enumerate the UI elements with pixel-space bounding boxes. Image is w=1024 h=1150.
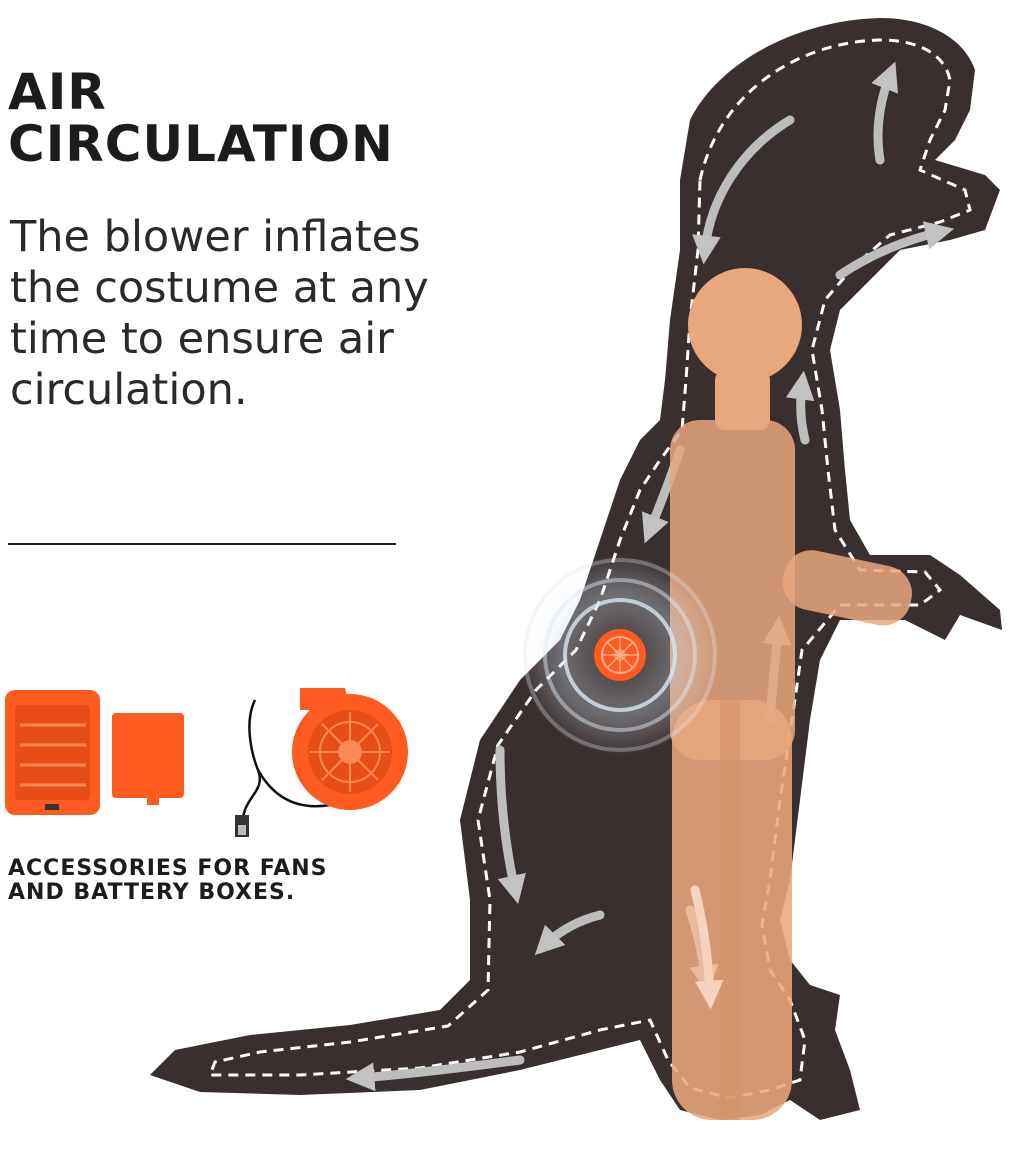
battery-box-icon [5,690,100,815]
fan-icon [594,629,646,681]
accessories-caption: ACCESSORIES FOR FANS AND BATTERY BOXES. [8,857,408,905]
airflow-arrow-icon [495,745,526,905]
airflow-arrow-icon [692,115,795,265]
title-line-1: AIR [8,63,107,121]
person-silhouette [670,268,912,1120]
stitch-line [207,38,972,1100]
airflow-arrow-icon [534,910,605,956]
airflow-arrow-icon [685,905,719,995]
description-line-3: time to ensure air [10,314,394,364]
caption-line-1: ACCESSORIES FOR FANS [8,856,328,881]
airflow-arrow-icon [835,221,955,280]
battery-cover-icon [112,713,184,805]
caption-line-2: AND BATTERY BOXES. [8,880,296,905]
divider [8,543,396,545]
title-line-2: CIRCULATION [8,115,394,173]
description-text: The blower inflates the costume at any t… [10,212,460,416]
airflow-arrow-icon [785,370,815,445]
description-line-1: The blower inflates [10,212,421,262]
accessories-illustration [5,688,408,837]
fan-icon [292,688,408,810]
description-line-4: circulation. [10,365,248,415]
airflow-arrow-icon [871,61,899,165]
page-title: AIR CIRCULATION [8,66,478,170]
airflow-arrow-icon [345,1055,525,1092]
description-line-2: the costume at any [10,263,429,313]
